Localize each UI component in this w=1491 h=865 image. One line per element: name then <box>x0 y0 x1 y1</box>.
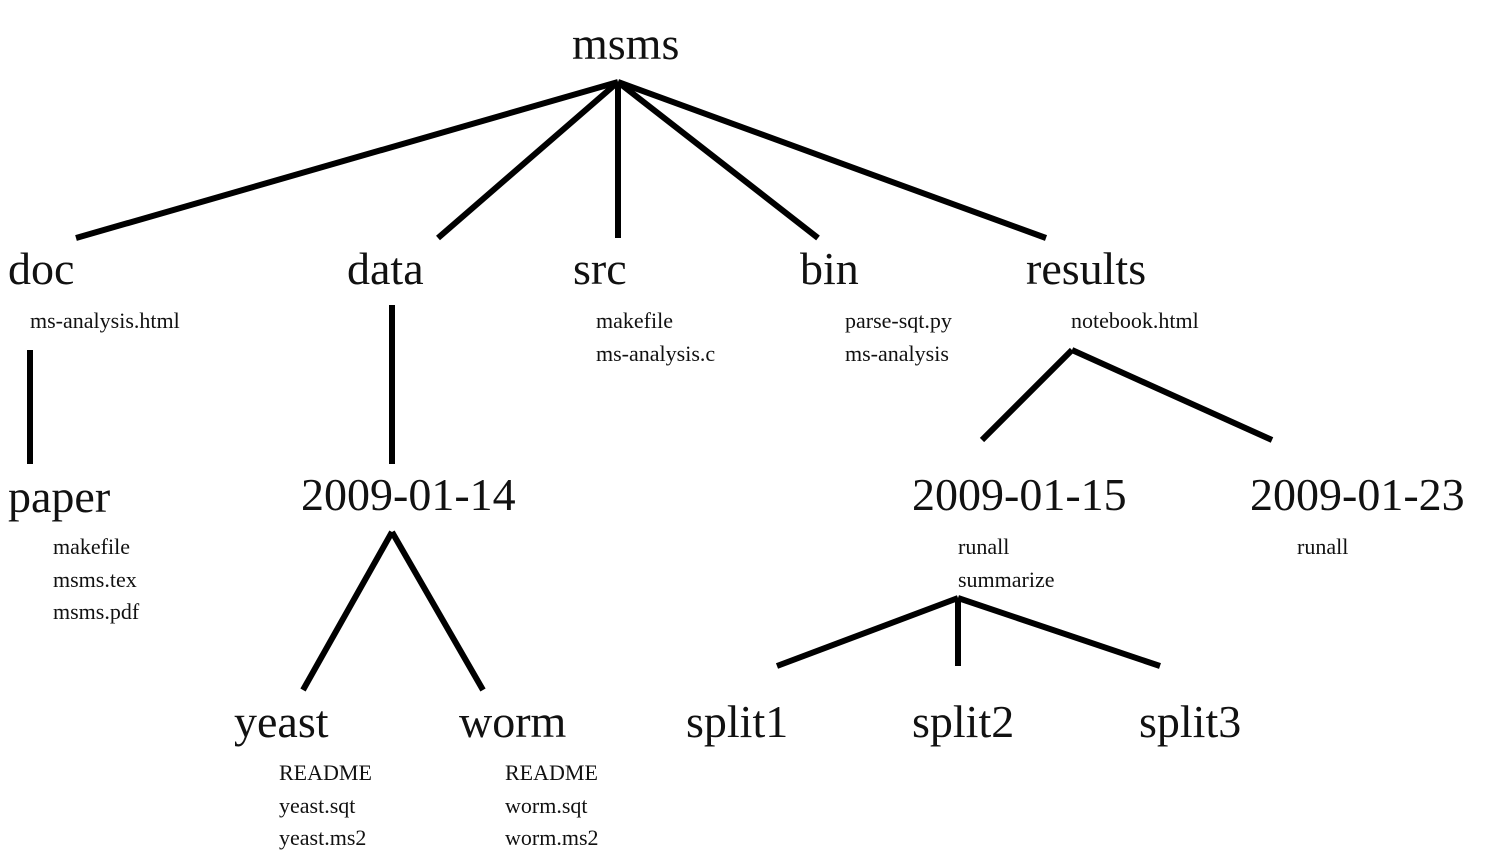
dir-label-results: results <box>1026 243 1147 294</box>
dir-label-split1: split1 <box>686 696 789 747</box>
dir-label-2009-01-14: 2009-01-14 <box>301 469 516 520</box>
file-item: makefile <box>596 308 673 333</box>
file-item: yeast.sqt <box>279 792 356 818</box>
dir-label-2009-01-23: 2009-01-23 <box>1250 469 1465 520</box>
dir-label-msms: msms <box>572 18 680 69</box>
edge-2009-01-14-yeast <box>300 530 395 692</box>
edge-msms-data <box>436 79 620 241</box>
dir-label-data: data <box>347 243 424 294</box>
file-item: README <box>505 760 598 785</box>
edge-results-2009-01-23 <box>1070 347 1274 443</box>
file-list-yeast: README yeast.sqt yeast.ms2 <box>279 757 372 855</box>
file-item: msms.tex <box>53 566 137 592</box>
dir-label-bin: bin <box>800 243 859 294</box>
dir-label-paper: paper <box>8 471 111 522</box>
dir-label-doc: doc <box>8 243 75 294</box>
edge-2009-01-14-worm <box>389 530 486 692</box>
file-item: msms.pdf <box>53 599 140 624</box>
file-list-src: makefile ms-analysis.c <box>596 305 715 370</box>
file-item: README <box>279 760 372 785</box>
edge-2009-01-15-split1 <box>775 595 960 669</box>
file-list-paper: makefile msms.tex msms.pdf <box>53 531 139 629</box>
edge-results-2009-01-15 <box>979 347 1075 443</box>
file-item: ms-analysis <box>845 340 949 366</box>
file-list-2009-01-15: runall summarize <box>958 531 1055 596</box>
edge-msms-results <box>616 79 1048 241</box>
file-list-bin: parse-sqt.py ms-analysis <box>845 305 952 370</box>
edge-msms-bin <box>616 79 820 241</box>
edge-msms-doc <box>75 79 619 241</box>
dir-label-2009-01-15: 2009-01-15 <box>912 469 1127 520</box>
file-item: notebook.html <box>1071 308 1199 333</box>
dir-label-worm: worm <box>459 696 567 747</box>
file-item: worm.sqt <box>505 792 588 818</box>
file-item: parse-sqt.py <box>845 308 952 333</box>
file-list-results: notebook.html <box>1071 305 1199 338</box>
file-item: ms-analysis.html <box>30 308 180 333</box>
file-item: ms-analysis.c <box>596 340 716 366</box>
file-list-2009-01-23: runall <box>1297 531 1348 564</box>
file-item: runall <box>958 534 1010 559</box>
file-item: summarize <box>958 566 1055 592</box>
dir-label-src: src <box>573 243 627 294</box>
file-item: runall <box>1297 534 1349 559</box>
file-list-doc: ms-analysis.html <box>30 305 180 338</box>
file-list-worm: README worm.sqt worm.ms2 <box>505 757 599 855</box>
edge-2009-01-15-split3 <box>957 595 1161 669</box>
dir-label-split2: split2 <box>912 696 1015 747</box>
dir-label-split3: split3 <box>1139 696 1242 747</box>
file-item: makefile <box>53 534 130 559</box>
file-item: worm.ms2 <box>505 825 599 850</box>
file-item: yeast.ms2 <box>279 825 367 850</box>
dir-label-yeast: yeast <box>234 696 329 747</box>
